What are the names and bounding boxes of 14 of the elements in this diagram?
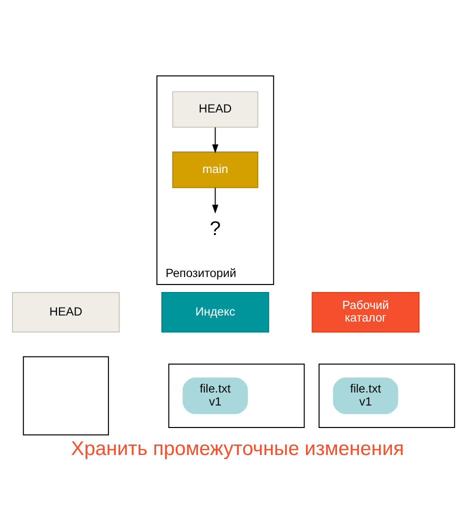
arrow — [212, 126, 218, 153]
node-box: HEAD — [12, 291, 120, 332]
node-box: main — [172, 151, 258, 188]
caption: Хранить промежуточные изменения — [71, 438, 404, 460]
node-box: file.txt v1 — [332, 377, 398, 414]
cluster — [318, 363, 456, 428]
node-box — [22, 356, 109, 435]
arrow — [212, 186, 218, 214]
node-box: file.txt v1 — [182, 377, 248, 414]
cluster — [168, 363, 305, 428]
node-box: Индекс — [161, 291, 270, 332]
node-box: Рабочий каталог — [312, 291, 420, 332]
node-text: ? — [210, 218, 221, 240]
node-box: HEAD — [172, 90, 258, 128]
